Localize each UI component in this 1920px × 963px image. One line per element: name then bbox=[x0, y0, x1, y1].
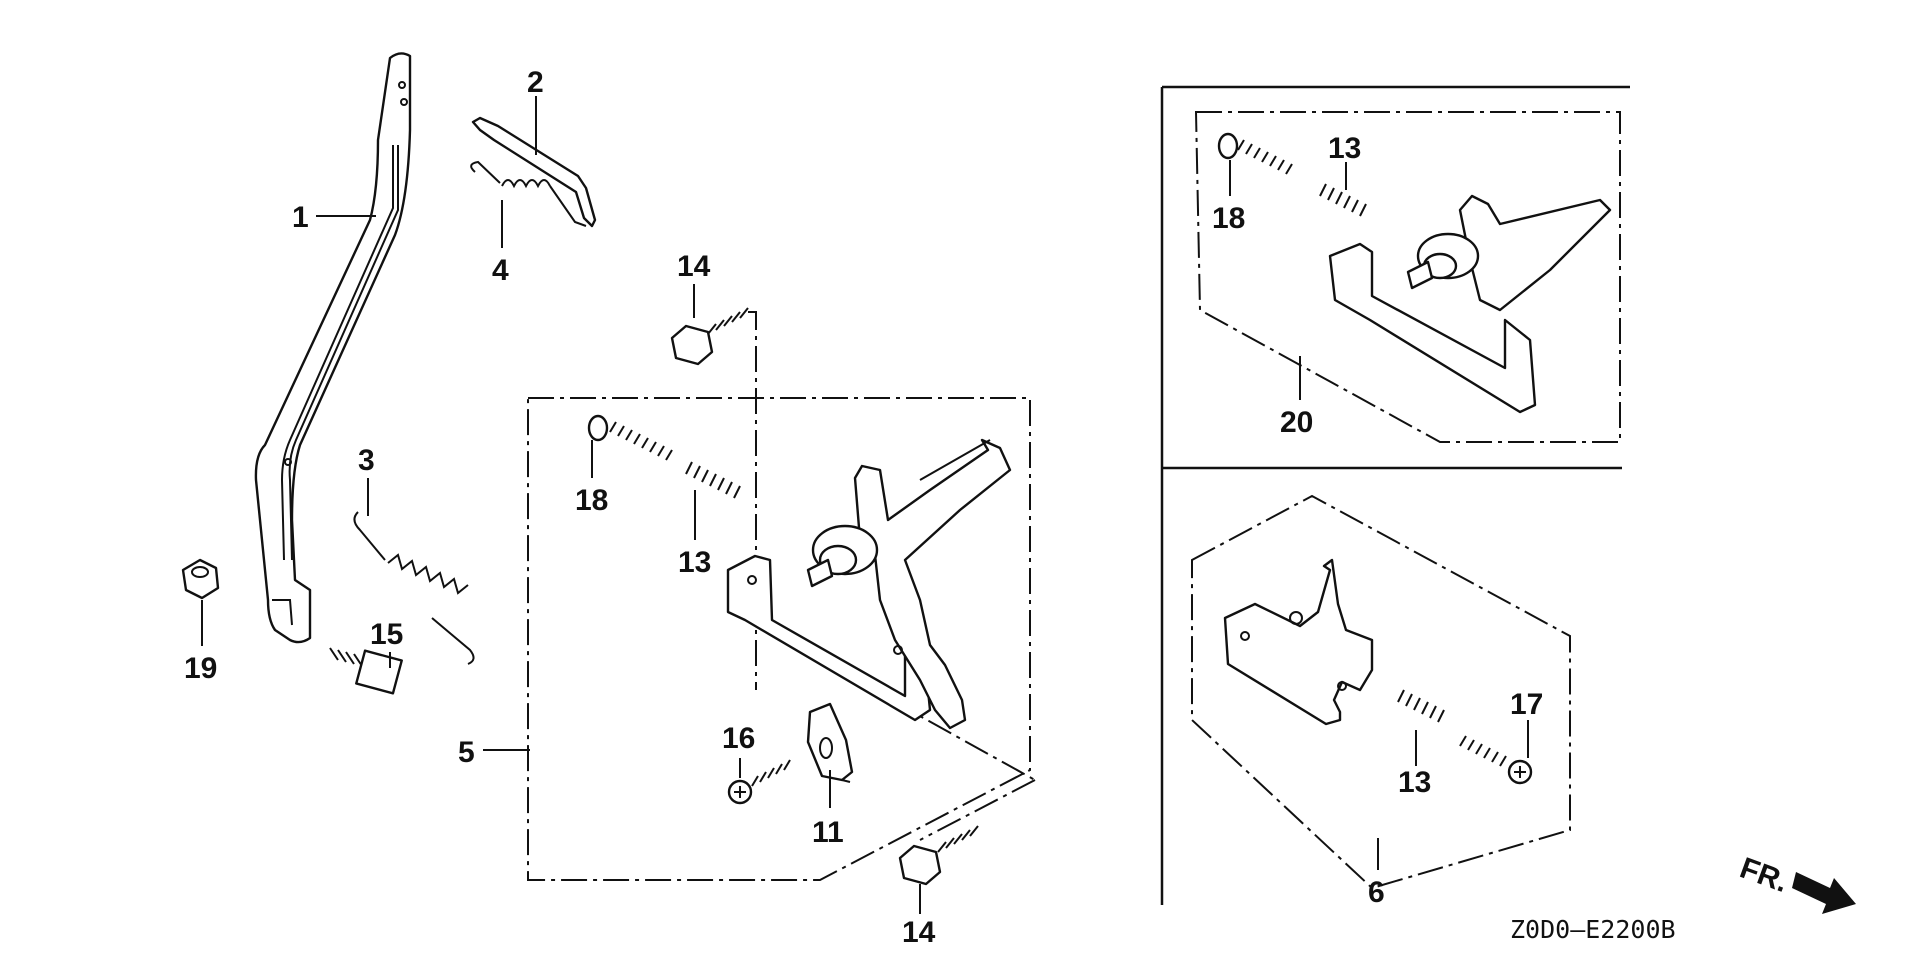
front-arrow-icon bbox=[1792, 872, 1856, 914]
diagram-code: Z0D0—E2200B bbox=[1510, 915, 1676, 944]
link-rod bbox=[471, 116, 597, 228]
callout-1: 1 bbox=[292, 201, 309, 234]
flange-bolt-top bbox=[670, 307, 757, 690]
throttle-plate bbox=[726, 438, 1012, 730]
callout-13-c: 13 bbox=[1398, 766, 1431, 799]
callout-6: 6 bbox=[1368, 876, 1385, 909]
screw-18-a bbox=[587, 414, 673, 461]
small-spring bbox=[470, 160, 587, 227]
return-spring bbox=[353, 511, 475, 665]
variant-frame bbox=[1160, 85, 1630, 905]
callout-3: 3 bbox=[358, 444, 375, 477]
callout-17: 17 bbox=[1510, 688, 1543, 721]
callout-2: 2 bbox=[527, 66, 544, 99]
screw-16 bbox=[727, 759, 791, 805]
cable-clip bbox=[806, 702, 854, 783]
callout-14-a: 14 bbox=[677, 250, 711, 283]
front-direction-indicator: FR. bbox=[1736, 852, 1856, 914]
callout-13-b: 13 bbox=[1328, 132, 1361, 165]
callout-15: 15 bbox=[370, 618, 403, 651]
choke-assembly-box bbox=[1194, 111, 1621, 443]
callout-20: 20 bbox=[1280, 406, 1313, 439]
leader-lines bbox=[201, 96, 1529, 914]
callout-14-b: 14 bbox=[902, 916, 936, 949]
callout-19: 19 bbox=[184, 652, 217, 685]
stop-switch-box bbox=[1191, 494, 1571, 890]
callout-18-b: 18 bbox=[1212, 202, 1245, 235]
flange-nut bbox=[181, 558, 220, 600]
callout-5: 5 bbox=[458, 736, 475, 769]
callout-18-a: 18 bbox=[575, 484, 608, 517]
callout-13-a: 13 bbox=[678, 546, 711, 579]
callouts: 1 2 3 4 5 6 11 13 13 13 14 14 15 16 17 1… bbox=[184, 66, 1543, 949]
flange-bolt-bottom bbox=[898, 825, 979, 886]
callout-4: 4 bbox=[492, 254, 509, 287]
direction-label: FR. bbox=[1736, 852, 1793, 900]
callout-11: 11 bbox=[812, 816, 844, 849]
callout-16: 16 bbox=[722, 722, 755, 755]
spring-13-a bbox=[685, 461, 741, 499]
control-lever bbox=[254, 52, 412, 644]
